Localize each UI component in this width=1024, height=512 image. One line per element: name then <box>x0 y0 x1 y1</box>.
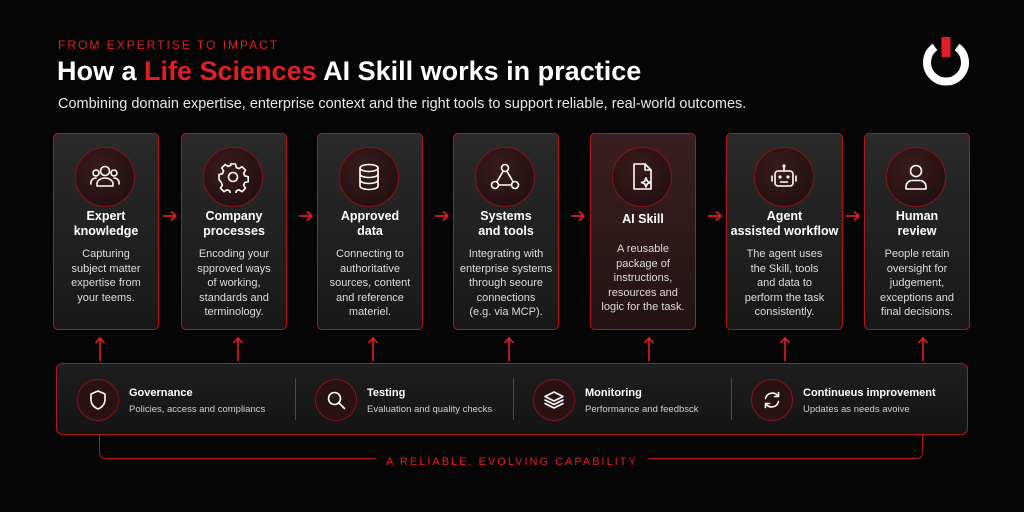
pillar-name: Governance <box>129 387 193 399</box>
right-arrow-icon <box>435 210 449 222</box>
shield-icon <box>77 379 119 421</box>
file-sparkle-icon <box>612 147 672 207</box>
person-icon <box>886 147 946 207</box>
pillar-description: Policies, access and compliancs <box>129 404 266 415</box>
pillar-description: Updates as needs avoive <box>803 404 910 415</box>
database-icon <box>339 147 399 207</box>
up-arrow-icon <box>779 336 791 361</box>
power-logo-icon <box>923 37 969 86</box>
gear-icon <box>203 147 263 207</box>
eyebrow-label: FROM EXPERTISE TO IMPACT <box>58 38 280 52</box>
users-icon <box>75 147 135 207</box>
tagline: A RELIABLE, EVOLVING CAPABILITY <box>0 452 1024 470</box>
right-arrow-icon <box>571 210 585 222</box>
pillar-description: Evaluation and quality checks <box>367 404 493 415</box>
title-highlight: Life Sciences <box>144 56 317 86</box>
right-arrow-icon <box>163 210 177 222</box>
layers-icon <box>533 379 575 421</box>
pillar-name: Monitoring <box>585 387 642 399</box>
page-subtitle: Combining domain expertise, enterprise c… <box>58 96 747 112</box>
right-arrow-icon <box>299 210 313 222</box>
up-arrow-icon <box>367 336 379 361</box>
divider <box>513 378 514 420</box>
up-arrow-icon <box>917 336 929 361</box>
up-arrow-icon <box>94 336 106 361</box>
pillar-name: Continueus improvement <box>803 387 936 399</box>
divider <box>295 378 296 420</box>
title-prefix: How a <box>57 56 145 86</box>
up-arrow-icon <box>232 336 244 361</box>
right-arrow-icon <box>846 210 860 222</box>
pillar-description: Performance and feedbsck <box>585 404 699 415</box>
tagline-text: A RELIABLE, EVOLVING CAPABILITY <box>376 456 648 468</box>
refresh-icon <box>751 379 793 421</box>
up-arrow-icon <box>643 336 655 361</box>
magnifier-icon <box>315 379 357 421</box>
right-arrow-icon <box>708 210 722 222</box>
page-title: How a Life Sciences AI Skill works in pr… <box>57 56 641 87</box>
step-title: AI Skill <box>622 212 664 226</box>
pillar-name: Testing <box>367 387 406 399</box>
robot-icon <box>753 147 814 207</box>
up-arrow-icon <box>503 336 515 361</box>
network-icon <box>475 147 535 207</box>
divider <box>731 378 732 420</box>
title-suffix: AI Skill works in practice <box>316 56 642 86</box>
foundations-panel: Governance Policies, access and complian… <box>56 363 968 435</box>
